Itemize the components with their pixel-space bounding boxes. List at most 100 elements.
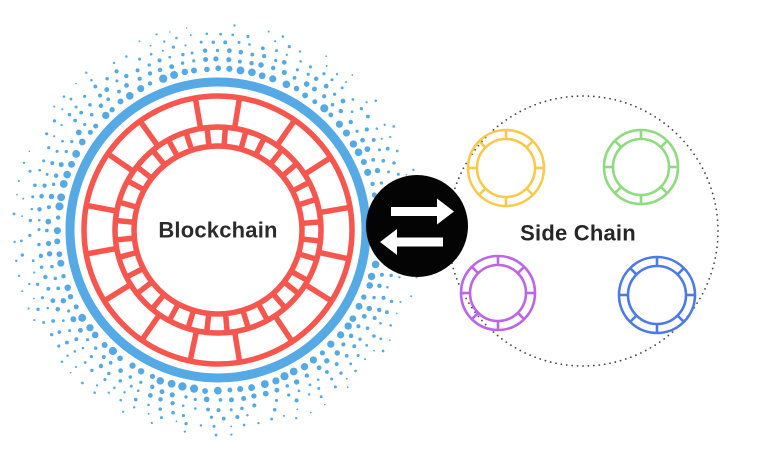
brick-joint [85,245,118,257]
brick-joint [303,282,334,304]
halo-dot [73,118,77,123]
blockchain-brick-wheel [65,77,371,383]
halo-dot [223,40,228,45]
halo-dot [158,397,163,402]
halo-dot [335,120,343,128]
halo-dot [242,423,246,427]
halo-dot [356,353,360,358]
boundary-dot [706,177,709,179]
boundary-dot [492,331,495,333]
boundary-dot [701,292,704,295]
halo-dot [128,375,133,379]
boundary-dot [582,95,584,97]
halo-dot [42,320,46,324]
halo-dot [202,48,208,53]
halo-dot [37,228,41,232]
brick-joint [274,118,297,148]
halo-dot [205,32,209,36]
boundary-dot [704,287,706,290]
halo-dot [389,324,392,327]
halo-dot [231,33,235,37]
halo-dot [377,283,382,289]
boundary-dot [571,364,574,367]
brick-joint [192,97,204,129]
halo-dot [168,55,172,59]
halo-dot [58,162,64,168]
boundary-dot [716,235,719,238]
halo-dot [72,150,81,158]
halo-dot [43,274,48,280]
brick-joint [204,127,212,147]
boundary-dot [544,100,547,103]
boundary-dot [571,95,574,98]
halo-dot [381,158,386,163]
boundary-dot [474,149,476,151]
halo-dot [86,338,90,342]
halo-dot [125,92,134,100]
halo-dot [379,337,383,341]
halo-dot [293,85,300,92]
halo-dot [156,377,165,385]
halo-dot [221,416,226,421]
halo-dot [149,52,153,56]
boundary-dot [711,192,714,195]
halo-dot [170,400,175,406]
halo-dot [53,173,59,178]
boundary-dot [654,344,657,346]
halo-dot [322,94,327,99]
halo-dot [73,304,79,310]
halo-dot [219,32,223,36]
halo-dot [237,59,242,64]
halo-dot [372,315,377,321]
halo-dot [74,105,78,109]
halo-dot [50,298,56,304]
boundary-dot [582,365,584,367]
halo-dot [376,307,382,313]
brick-joint [115,235,135,243]
boundary-dot [560,363,563,366]
halo-dot [147,71,153,76]
boundary-dot [576,364,579,367]
halo-dot [375,127,379,130]
halo-dot [214,433,218,437]
halo-dot [387,170,390,174]
halo-dot [157,58,162,63]
boundary-dot [696,157,698,160]
halo-dot [227,387,233,393]
halo-dot [74,337,79,342]
halo-dot [103,377,107,382]
halo-dot [364,127,369,132]
halo-dot [189,34,192,37]
halo-dot [274,398,279,402]
halo-dot [138,57,142,61]
halo-dot [70,140,74,144]
boundary-dot [505,119,508,121]
brick-joint [280,161,299,179]
boundary-dot [649,113,652,115]
boundary-dot [509,116,512,118]
halo-dot [46,286,51,291]
boundary-dot [715,251,718,254]
brick-joint [150,148,167,167]
halo-dot [46,251,53,257]
halo-dot [112,61,116,65]
halo-dot [53,135,56,138]
halo-dot [118,379,122,383]
halo-dot [55,202,64,211]
halo-dot [85,71,88,74]
halo-dot [240,406,244,411]
boundary-dot [468,302,470,305]
halo-dot [330,78,334,82]
halo-dot [38,253,44,259]
halo-dot [147,412,150,415]
boundary-dot [708,182,711,185]
boundary-dot [658,341,661,343]
halo-dot [385,310,389,315]
halo-dot [306,72,310,76]
halo-dot [108,346,118,356]
boundary-dot [477,144,480,147]
halo-dot [181,414,186,418]
brick-joint [221,127,229,147]
halo-dot [159,389,165,395]
